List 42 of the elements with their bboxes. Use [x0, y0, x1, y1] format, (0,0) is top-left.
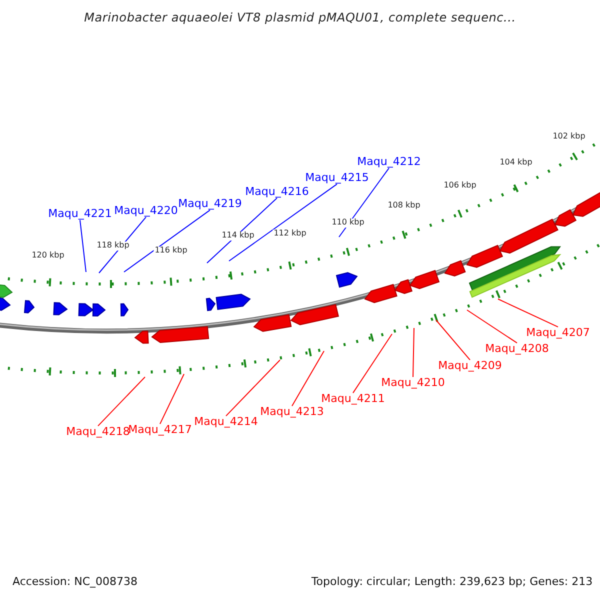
scale-label: 112 kbp: [272, 230, 308, 238]
leader-line: [498, 298, 558, 328]
gene-label: Maqu_4217: [128, 424, 192, 436]
scale-label: 118 kbp: [96, 242, 130, 250]
gene-label: Maqu_4219: [178, 198, 242, 210]
leader-line: [226, 360, 280, 416]
leader-line: [436, 320, 470, 360]
gene-label: Maqu_4212: [357, 156, 421, 168]
gene-label: Maqu_4211: [321, 392, 385, 406]
leader-line: [124, 210, 210, 272]
leader-line: [98, 376, 146, 426]
scale-label: 114 kbp: [220, 232, 256, 240]
scale-label: 102 kbp: [552, 132, 586, 142]
gene-label: Maqu_4214: [194, 416, 258, 428]
gene-label: Maqu_4209: [438, 360, 502, 372]
scale-label: 108 kbp: [386, 202, 422, 210]
gene-label: Maqu_4221: [48, 208, 112, 220]
gene-label: Maqu_4218: [66, 426, 130, 438]
gene-label: Maqu_4208: [485, 342, 549, 356]
scale-label: 120 kbp: [30, 252, 66, 260]
gene-label: Maqu_4207: [526, 326, 590, 340]
scale-label: 106 kbp: [442, 182, 478, 190]
scale-label: 104 kbp: [498, 158, 534, 168]
leader-line: [160, 374, 184, 424]
gene-label: Maqu_4210: [381, 376, 445, 390]
gene-label: Maqu_4220: [114, 204, 178, 218]
gene-label: Maqu_4215: [305, 172, 369, 184]
leader-line: [412, 328, 414, 378]
leader-line: [466, 310, 518, 344]
leader-line: [228, 184, 338, 262]
leader-line: [352, 334, 392, 394]
summary-text: Topology: circular; Length: 239,623 bp; Genes: 213: [311, 576, 593, 588]
scale-label: 110 kbp: [330, 218, 366, 228]
title: Marinobacter aquaeolei VT8 plasmid pMAQU01, complete sequenc...: [84, 11, 516, 25]
scale-label: 116 kbp: [154, 246, 188, 256]
leader-line: [338, 168, 390, 238]
gene-label: Maqu_4216: [245, 186, 309, 198]
leader-line: [80, 220, 86, 272]
gene-label: Maqu_4213: [260, 406, 324, 418]
leader-line: [292, 350, 324, 406]
leader-line: [206, 198, 278, 264]
accession-text: Accession: NC_008738: [12, 576, 138, 588]
